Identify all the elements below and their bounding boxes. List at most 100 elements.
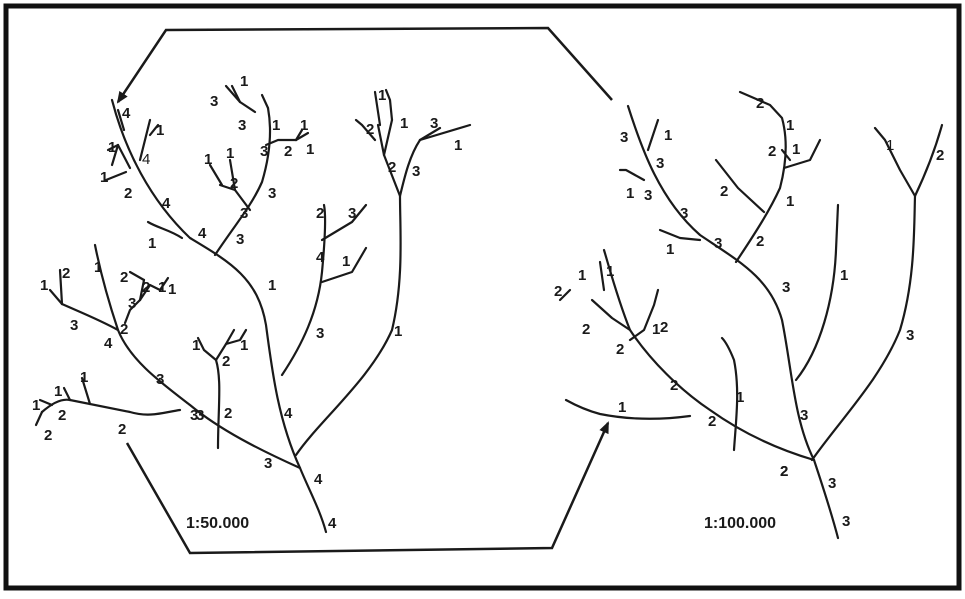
right-label: 1	[792, 141, 800, 158]
left-top-right-branch	[294, 138, 422, 457]
left-label: 4	[162, 195, 171, 212]
left-label: 3	[348, 205, 356, 222]
right-label: 3	[620, 129, 628, 146]
right-label: 1	[652, 321, 660, 338]
left-label: 1	[378, 87, 386, 104]
right-label: 3	[680, 205, 688, 222]
right-label: 1	[736, 389, 744, 406]
left-label: 3	[412, 163, 420, 180]
arrow-bottom	[125, 421, 610, 555]
left-label: 3	[240, 205, 248, 222]
right-label: 1	[626, 185, 634, 202]
right-label: 2	[720, 183, 728, 200]
left-label: 4	[314, 471, 323, 488]
left-label: 3	[190, 407, 198, 424]
right-label: 1	[666, 241, 674, 258]
left-label: 2	[124, 185, 132, 202]
left-label: 2	[142, 279, 150, 296]
left-label: 1	[306, 141, 314, 158]
left-label: 1	[394, 323, 402, 340]
right-label: 2	[616, 341, 624, 358]
left-label: 4	[142, 151, 150, 168]
left-label: 2	[58, 407, 66, 424]
left-label: 2	[120, 321, 128, 338]
right-label: 2	[660, 319, 668, 336]
left-label: 1	[100, 169, 108, 186]
left-label: 3	[430, 115, 438, 132]
left-scale-label: 1:50.000	[186, 515, 249, 532]
left-label: 4	[328, 515, 337, 532]
left-label: 1	[94, 259, 102, 276]
left-label: 1	[454, 137, 462, 154]
right-label: 2	[670, 377, 678, 394]
right-label: 3	[644, 187, 652, 204]
left-label: 3	[236, 231, 244, 248]
right-label: 3	[842, 513, 850, 530]
left-label: 1	[400, 115, 408, 132]
left-label: 1	[54, 383, 62, 400]
right-label: 1	[840, 267, 848, 284]
left-label: 1	[158, 279, 166, 296]
left-label: 1	[80, 369, 88, 386]
left-label: 1	[342, 253, 350, 270]
left-trunk	[110, 98, 328, 534]
left-label: 2	[120, 269, 128, 286]
left-label: 3	[264, 455, 272, 472]
right-lower-branch	[602, 248, 816, 462]
left-label: 4	[104, 335, 113, 352]
left-lower-branch	[93, 243, 302, 470]
right-label: 1	[618, 399, 626, 416]
left-label: 1	[300, 117, 308, 134]
left-label: 4	[316, 249, 325, 266]
left-labels: 4 1 1 4 1 2 4 1 4 3 1 3 1 3 1 1 2 3 2 1 …	[32, 73, 462, 532]
left-middle-top-branch	[213, 106, 272, 257]
left-label: 3	[238, 117, 246, 134]
left-label: 1	[240, 73, 248, 90]
left-label: 1	[148, 235, 156, 252]
right-label: 3	[714, 235, 722, 252]
left-label: 3	[268, 185, 276, 202]
right-label: 2	[936, 147, 944, 164]
right-trunk	[626, 104, 840, 540]
left-label: 2	[366, 121, 374, 138]
left-label: 1	[272, 117, 280, 134]
right-label: 2	[780, 463, 788, 480]
left-label: 3	[316, 325, 324, 342]
right-label: 3	[656, 155, 664, 172]
left-label: 1	[240, 337, 248, 354]
left-label: 2	[44, 427, 52, 444]
left-label: 4	[122, 105, 131, 122]
arrow-top	[116, 26, 613, 104]
left-label: 2	[222, 353, 230, 370]
frame-border	[3, 3, 962, 591]
left-label: 2	[316, 205, 324, 222]
left-label: 3	[70, 317, 78, 334]
left-label: 2	[230, 175, 238, 192]
left-label: 1	[168, 281, 176, 298]
right-label: 1	[664, 127, 672, 144]
left-label: 1	[156, 122, 164, 139]
left-label: 2	[284, 143, 292, 160]
right-label: 2	[554, 283, 562, 300]
right-label: 2	[780, 463, 788, 480]
left-label: 1	[108, 139, 116, 156]
right-label: 2	[768, 143, 776, 160]
left-label-bottom-2: 2	[118, 421, 126, 438]
right-label: 2	[756, 233, 764, 250]
left-label: 2	[388, 159, 396, 176]
right-label: 2	[582, 321, 590, 338]
right-scale-label: 1:100.000	[704, 515, 776, 532]
right-label: 3	[906, 327, 914, 344]
right-label: 1	[886, 137, 894, 154]
right-top-right-branch	[810, 123, 944, 462]
left-label: 4	[198, 225, 207, 242]
left-label: 1	[226, 145, 234, 162]
right-label: 3	[828, 475, 836, 492]
left-label: 3	[196, 407, 204, 424]
right-label: 3	[782, 279, 790, 296]
right-label: 1	[606, 263, 614, 280]
left-label: 1	[204, 151, 212, 168]
left-label: 3	[156, 371, 164, 388]
